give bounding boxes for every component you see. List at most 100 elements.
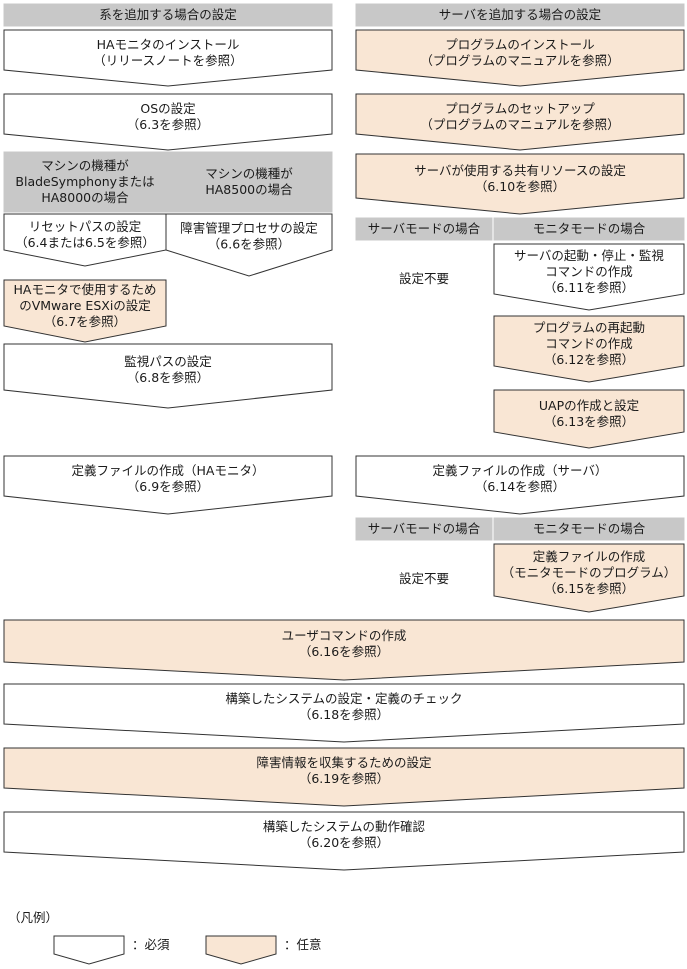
step-def-file-monitor-shape: [493, 543, 685, 613]
step-text-line: サーバモードの場合: [368, 221, 481, 236]
step-text-line: プログラムのインストール: [445, 37, 594, 52]
step-monitor-path: 監視パスの設定（6.8を参照）: [3, 343, 333, 409]
right-column-header: サーバを追加する場合の設定: [355, 3, 685, 27]
step-text-line: ユーザコマンドの作成: [282, 628, 407, 643]
step-text-line: 定義ファイルの作成: [533, 549, 646, 564]
step-text-line: プログラムの再起動: [533, 320, 645, 335]
step-text-line: （6.8を参照）: [127, 370, 209, 385]
legend-optional-shape: [205, 935, 277, 965]
step-text-line: （6.16を参照）: [299, 644, 389, 659]
step-text-line: リセットパスの設定: [29, 219, 142, 234]
step-def-file-monitor: 定義ファイルの作成（モニタモードのプログラム）（6.15を参照）: [493, 543, 685, 613]
mode-header-monitor-2-shape: [493, 517, 685, 541]
step-def-file-server-shape: [355, 455, 685, 515]
step-user-command-shape: [3, 619, 685, 681]
step-text-line: （プログラムのマニュアルを参照）: [420, 117, 619, 132]
step-text-line: （6.11を参照）: [544, 280, 634, 295]
step-text-line: サーバが使用する共有リソースの設定: [414, 163, 626, 178]
step-server-commands-shape: [493, 243, 685, 311]
not-required-text-2: 設定不要: [399, 571, 449, 586]
step-program-install: プログラムのインストール（プログラムのマニュアルを参照）: [355, 29, 685, 87]
step-text-line: （リリースノートを参照）: [93, 53, 242, 68]
step-program-restart-shape: [493, 315, 685, 383]
step-text-line: （6.20を参照）: [299, 835, 389, 850]
step-text-line: コマンドの作成: [545, 264, 633, 279]
step-fault-info-shape: [3, 747, 685, 807]
step-text-line: 定義ファイルの作成（HAモニタ）: [72, 463, 265, 478]
step-text-line: OSの設定: [140, 101, 195, 116]
legend-optional-label: ：任意: [284, 937, 322, 952]
step-text-line: サーバを追加する場合の設定: [439, 7, 601, 22]
step-program-install-shape: [355, 29, 685, 87]
mode-header-server-1: サーバモードの場合: [355, 217, 493, 241]
step-text-line: HA8000の場合: [41, 190, 129, 205]
legend-required-shape: [53, 935, 125, 965]
step-operation-check: 構築したシステムの動作確認（6.20を参照）: [3, 811, 685, 871]
left-column-header-shape: [3, 3, 333, 27]
step-text-line: 構築したシステムの設定・定義のチェック: [225, 691, 462, 706]
step-text-line: （6.19を参照）: [299, 771, 389, 786]
machine-header-blade-shape: [3, 151, 167, 213]
step-text-line: 系を追加する場合の設定: [99, 7, 237, 22]
step-text-line: BladeSymphonyまたは: [15, 174, 154, 189]
step-program-setup: プログラムのセットアップ（プログラムのマニュアルを参照）: [355, 93, 685, 151]
step-text-line: 障害情報を収集するための設定: [256, 755, 431, 770]
step-text-line: サーバモードの場合: [368, 521, 481, 536]
step-os-setup-shape: [3, 93, 333, 151]
step-text-line: （6.14を参照）: [475, 479, 565, 494]
step-text-line: （6.15を参照）: [544, 581, 634, 596]
step-text-line: モニタモードの場合: [533, 221, 646, 236]
step-fault-processor-shape: [165, 213, 333, 277]
step-def-file-ha-shape: [3, 455, 333, 515]
mode-header-monitor-1: モニタモードの場合: [493, 217, 685, 241]
step-text-line: プログラムのセットアップ: [445, 101, 595, 116]
machine-header-ha8500-shape: [165, 151, 333, 213]
step-fault-info: 障害情報を収集するための設定（6.19を参照）: [3, 747, 685, 807]
step-text-line: コマンドの作成: [545, 336, 633, 351]
step-text-line: サーバの起動・停止・監視: [514, 248, 664, 263]
legend-title: （凡例）: [8, 910, 58, 925]
right-column-header-shape: [355, 3, 685, 27]
step-monitor-path-shape: [3, 343, 333, 409]
step-os-setup: OSの設定（6.3を参照）: [3, 93, 333, 151]
step-text-line: のVMware ESXiの設定: [19, 298, 151, 313]
step-uap: UAPの作成と設定（6.13を参照）: [493, 389, 685, 449]
step-text-line: （6.7を参照）: [44, 314, 126, 329]
step-ha-install: HAモニタのインストール（リリースノートを参照）: [3, 29, 333, 87]
step-ha-install-shape: [3, 29, 333, 87]
step-text-line: マシンの機種が: [205, 166, 293, 181]
step-text-line: （6.3を参照）: [127, 117, 209, 132]
step-text-line: （6.9を参照）: [127, 479, 209, 494]
step-text-line: （6.10を参照）: [475, 179, 565, 194]
step-def-file-ha: 定義ファイルの作成（HAモニタ）（6.9を参照）: [3, 455, 333, 515]
mode-header-monitor-1-shape: [493, 217, 685, 241]
step-uap-shape: [493, 389, 685, 449]
step-text-line: （6.13を参照）: [544, 414, 634, 429]
mode-header-server-2-shape: [355, 517, 493, 541]
step-reset-path-shape: [3, 213, 167, 267]
step-text-line: モニタモードの場合: [533, 521, 646, 536]
mode-header-server-2: サーバモードの場合: [355, 517, 493, 541]
step-text-line: HAモニタで使用するため: [14, 282, 157, 297]
left-column-header: 系を追加する場合の設定: [3, 3, 333, 27]
step-text-line: 定義ファイルの作成（サーバ）: [433, 463, 608, 478]
step-text-line: （6.18を参照）: [299, 707, 389, 722]
legend-required-label: ：必須: [132, 937, 170, 952]
step-text-line: （6.12を参照）: [544, 352, 634, 367]
step-text-line: 障害管理プロセサの設定: [180, 221, 318, 236]
step-def-file-server: 定義ファイルの作成（サーバ）（6.14を参照）: [355, 455, 685, 515]
not-required-text-1: 設定不要: [399, 271, 449, 286]
step-text-line: マシンの機種が: [41, 158, 129, 173]
step-text-line: （6.4または6.5を参照）: [15, 235, 155, 250]
step-text-line: （6.6を参照）: [208, 237, 290, 252]
step-text-line: UAPの作成と設定: [539, 398, 639, 413]
step-vmware-shape: [3, 279, 167, 343]
step-text-line: （プログラムのマニュアルを参照）: [420, 53, 619, 68]
step-shared-resources-shape: [355, 153, 685, 215]
